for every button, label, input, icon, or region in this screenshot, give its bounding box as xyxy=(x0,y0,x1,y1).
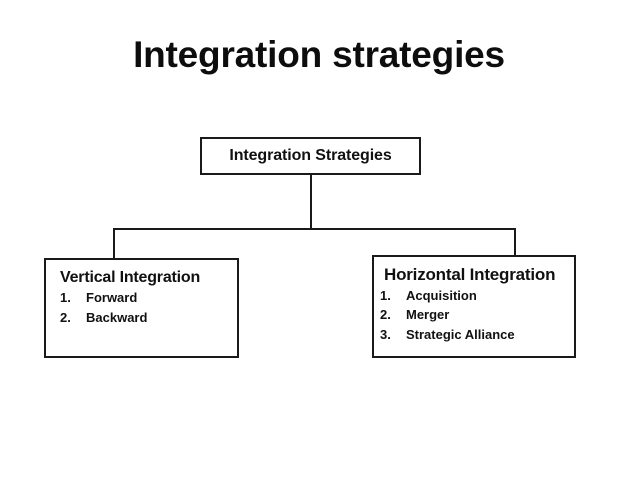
connector-root-stem xyxy=(310,174,312,230)
list-item: 1. Acquisition xyxy=(380,286,574,306)
node-vertical-integration: Vertical Integration 1. Forward 2. Backw… xyxy=(44,258,239,358)
horizontal-integration-list: 1. Acquisition 2. Merger 3. Strategic Al… xyxy=(380,286,574,345)
list-item: 1. Forward xyxy=(60,288,237,308)
node-horizontal-integration: Horizontal Integration 1. Acquisition 2.… xyxy=(372,255,576,358)
list-item-label: Backward xyxy=(86,310,148,326)
node-root-label: Integration Strategies xyxy=(229,147,392,164)
list-item: 2. Merger xyxy=(380,305,574,325)
list-item-number: 1. xyxy=(60,290,71,306)
node-horizontal-heading: Horizontal Integration xyxy=(384,265,556,284)
list-item-label: Forward xyxy=(86,290,138,306)
connector-horizontal-bar xyxy=(113,228,516,230)
node-vertical-heading: Vertical Integration xyxy=(60,269,201,286)
list-item-number: 1. xyxy=(380,287,391,303)
list-item-number: 2. xyxy=(60,310,71,326)
list-item-label: Merger xyxy=(406,307,450,323)
list-item-number: 2. xyxy=(380,307,391,323)
vertical-integration-list: 1. Forward 2. Backward xyxy=(60,288,237,328)
node-integration-strategies: Integration Strategies xyxy=(200,137,421,175)
list-item-label: Strategic Alliance xyxy=(406,327,515,343)
list-item: 2. Backward xyxy=(60,308,237,328)
connector-drop-left xyxy=(113,228,115,259)
list-item-number: 3. xyxy=(380,327,391,343)
list-item-label: Acquisition xyxy=(406,287,477,303)
list-item: 3. Strategic Alliance xyxy=(380,325,574,345)
page-title: Integration strategies xyxy=(133,34,505,75)
connector-drop-right xyxy=(514,228,516,256)
